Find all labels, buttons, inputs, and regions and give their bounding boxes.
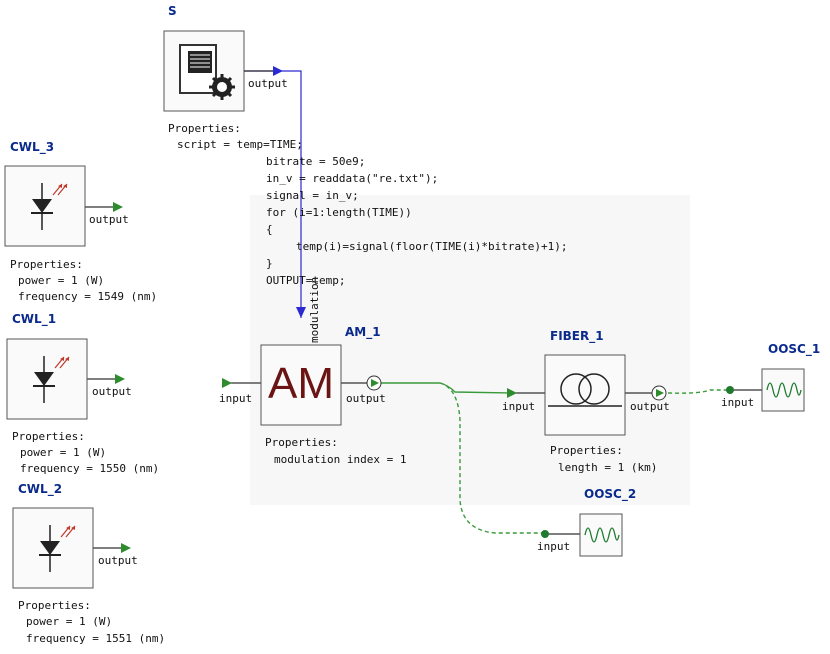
am-modulation-index: modulation index = 1 (274, 453, 407, 466)
cwl3-output-arrow-icon (113, 202, 123, 212)
am-properties-title: Properties: (265, 436, 338, 449)
cwl1-block-name: CWL_1 (12, 312, 57, 326)
link-fiber-to-oosc1[interactable] (667, 389, 730, 394)
cwl3-output-port-label: output (89, 213, 129, 226)
cwl3-laser-diode-icon (31, 183, 68, 230)
am-output-port-label: output (346, 392, 386, 405)
cwl2-output-arrow-icon (121, 543, 131, 553)
oosc2-block[interactable] (579, 513, 623, 557)
cwl3-power: power = 1 (W) (18, 274, 105, 287)
script-line-8: } (266, 257, 273, 270)
cwl2-block-name: CWL_2 (18, 482, 63, 496)
oosc1-block-name: OOSC_1 (768, 342, 821, 356)
fiber-block[interactable] (544, 354, 626, 436)
oosc2-input-port-label: input (537, 540, 571, 553)
cwl1-laser-diode-icon (33, 356, 70, 403)
script-properties-title: Properties: (168, 122, 241, 135)
cwl2-frequency: frequency = 1551 (nm) (26, 632, 166, 645)
script-line-7: temp(i)=signal(floor(TIME(i)*bitrate)+1)… (296, 240, 568, 253)
oosc1-input-port-label: input (721, 396, 755, 409)
cwl1-output-port-label: output (92, 385, 132, 398)
am-input-port-label: input (219, 392, 253, 405)
fiber-block-name: FIBER_1 (550, 329, 604, 343)
oosc2-block-name: OOSC_2 (584, 487, 637, 501)
cwl1-output-arrow-icon (115, 374, 125, 384)
script-line-2: bitrate = 50e9; (266, 155, 366, 168)
script-doc-icon (179, 44, 235, 100)
s-output-arrow-icon (273, 66, 283, 76)
cwl2-power: power = 1 (W) (26, 615, 113, 628)
cwl1-properties-title: Properties: (12, 430, 85, 443)
fiber-input-port-label: input (502, 400, 536, 413)
cwl1-frequency: frequency = 1550 (nm) (20, 462, 160, 475)
am-block[interactable] (260, 344, 342, 426)
am-block-name: AM_1 (345, 325, 381, 339)
cwl3-block-name: CWL_3 (10, 140, 55, 154)
script-output-port-label: output (248, 77, 288, 90)
oosc1-input-dot-icon[interactable] (726, 386, 734, 394)
am-modulation-arrow-icon (296, 307, 306, 318)
fiber-length: length = 1 (km) (558, 461, 658, 474)
fiber-properties-title: Properties: (550, 444, 623, 457)
oosc1-block[interactable] (761, 368, 805, 412)
am-glyph-icon: AM (268, 359, 334, 408)
fiber-output-port-label: output (630, 400, 670, 413)
script-line-6: { (266, 223, 273, 236)
cwl2-properties-title: Properties: (18, 599, 91, 612)
script-line-1: script = temp=TIME; (177, 138, 303, 151)
cwl3-frequency: frequency = 1549 (nm) (18, 290, 158, 303)
fiber-input-arrow-icon (507, 388, 517, 398)
cwl3-properties-title: Properties: (10, 258, 83, 271)
oosc2-sine-icon (584, 527, 620, 543)
cwl2-laser-diode-icon (39, 525, 76, 572)
script-block-name: S (168, 4, 177, 18)
oosc1-sine-icon (766, 382, 802, 398)
oosc2-input-dot-icon[interactable] (541, 530, 549, 538)
script-line-4: signal = in_v; (266, 189, 359, 202)
script-line-9: OUTPUT=temp; (266, 274, 346, 287)
am-modulation-port-label: modulation (308, 277, 321, 343)
script-line-3: in_v = readdata("re.txt"); (266, 172, 439, 185)
script-line-5: for (i=1:length(TIME)) (266, 206, 412, 219)
cwl2-output-port-label: output (98, 554, 138, 567)
am-input-arrow-icon (222, 378, 232, 388)
cwl1-power: power = 1 (W) (20, 446, 107, 459)
fiber-coil-icon (548, 373, 622, 407)
